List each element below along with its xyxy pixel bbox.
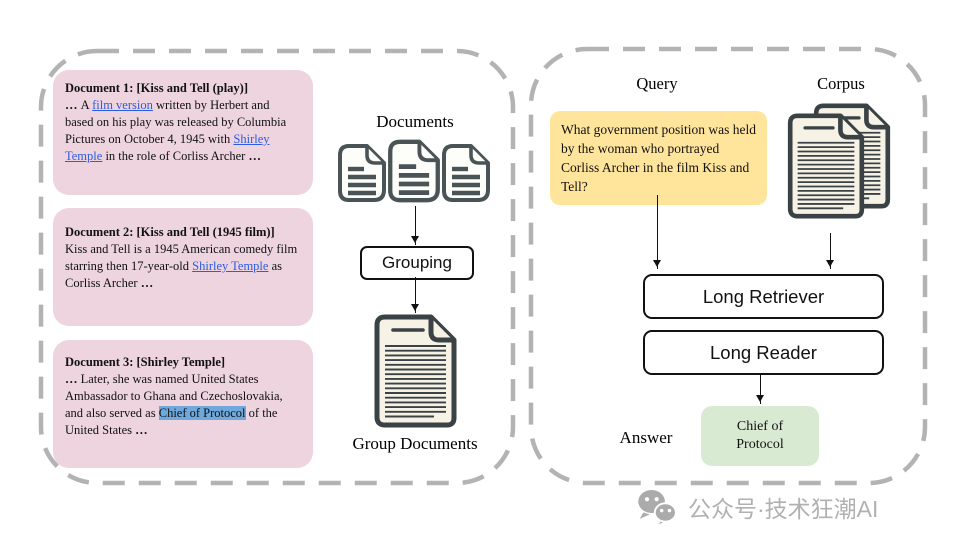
inline-link[interactable]: film version [92,98,153,112]
arrow-grouping-to-groupdoc [411,277,419,313]
group-documents-label: Group Documents [352,434,478,453]
documents-label: Documents [376,112,454,131]
document-body: … A film version written by Herbert and … [65,97,301,165]
long-retriever-label: Long Retriever [702,285,825,307]
text-segment: as Corliss Archer [65,259,282,290]
corpus-label: Corpus [817,74,865,93]
text-segment: … [140,276,154,290]
text-segment: … [248,149,261,163]
documents-stack-icon [337,136,495,206]
text-segment: Kiss and Tell is a 1945 American comedy … [65,242,298,273]
arrow-reader-to-answer [756,373,764,404]
text-segment: Later, she was named United States Ambas… [65,372,283,420]
group-document-icon [374,314,457,428]
document-body: Kiss and Tell is a 1945 American comedy … [65,241,301,292]
text-segment: … [65,98,81,112]
inline-link[interactable]: Shirley Temple [192,259,269,273]
document-icon [441,143,491,203]
grouping-panel: Document 1: [Kiss and Tell (play)] … A f… [38,48,516,486]
text-segment: of the United States [65,406,278,437]
text-segment: written by Herbert and based on his play… [65,98,287,146]
corpus-documents-icon [786,103,896,233]
arrow-documents-to-grouping [411,206,419,245]
wechat-icon [636,487,680,527]
watermark-text: 公众号·技术狂潮AI [688,496,879,522]
long-reader-box: Long Reader [643,330,884,375]
document-card-3: Document 3: [Shirley Temple] … Later, sh… [53,340,313,468]
long-reader-label: Long Reader [710,341,817,363]
long-retriever-box: Long Retriever [643,274,884,319]
arrow-corpus-to-retriever [826,233,834,269]
watermark: 公众号·技术狂潮AI [636,487,878,527]
text-segment: in the role of Corliss Archer [102,149,249,163]
grouping-box: Grouping [360,246,474,280]
query-box: What government position was held by the… [550,111,767,205]
text-segment: Chief of Protocol [158,406,246,420]
text-segment: … [135,423,148,437]
document-icon [786,113,866,219]
document-title: Document 1: [Kiss and Tell (play)] [65,81,249,95]
inline-link[interactable]: Shirley Temple [65,132,270,163]
arrow-query-to-retriever [653,195,661,269]
query-label: Query [636,74,678,93]
document-icon [337,143,387,203]
grouping-label: Grouping [382,253,452,272]
text-segment: … [65,372,81,386]
document-body: … Later, she was named United States Amb… [65,371,301,439]
answer-box: Chief of Protocol [701,406,819,466]
rag-pipeline-panel: Query Corpus What government position wa… [528,46,928,486]
answer-label: Answer [619,428,673,447]
document-card-1: Document 1: [Kiss and Tell (play)] … A f… [53,70,313,195]
document-title: Document 2: [Kiss and Tell (1945 film)] [65,225,275,239]
document-icon [387,138,441,204]
document-card-2: Document 2: [Kiss and Tell (1945 film)] … [53,208,313,326]
document-title: Document 3: [Shirley Temple] [65,355,226,369]
text-segment: A [80,98,93,112]
